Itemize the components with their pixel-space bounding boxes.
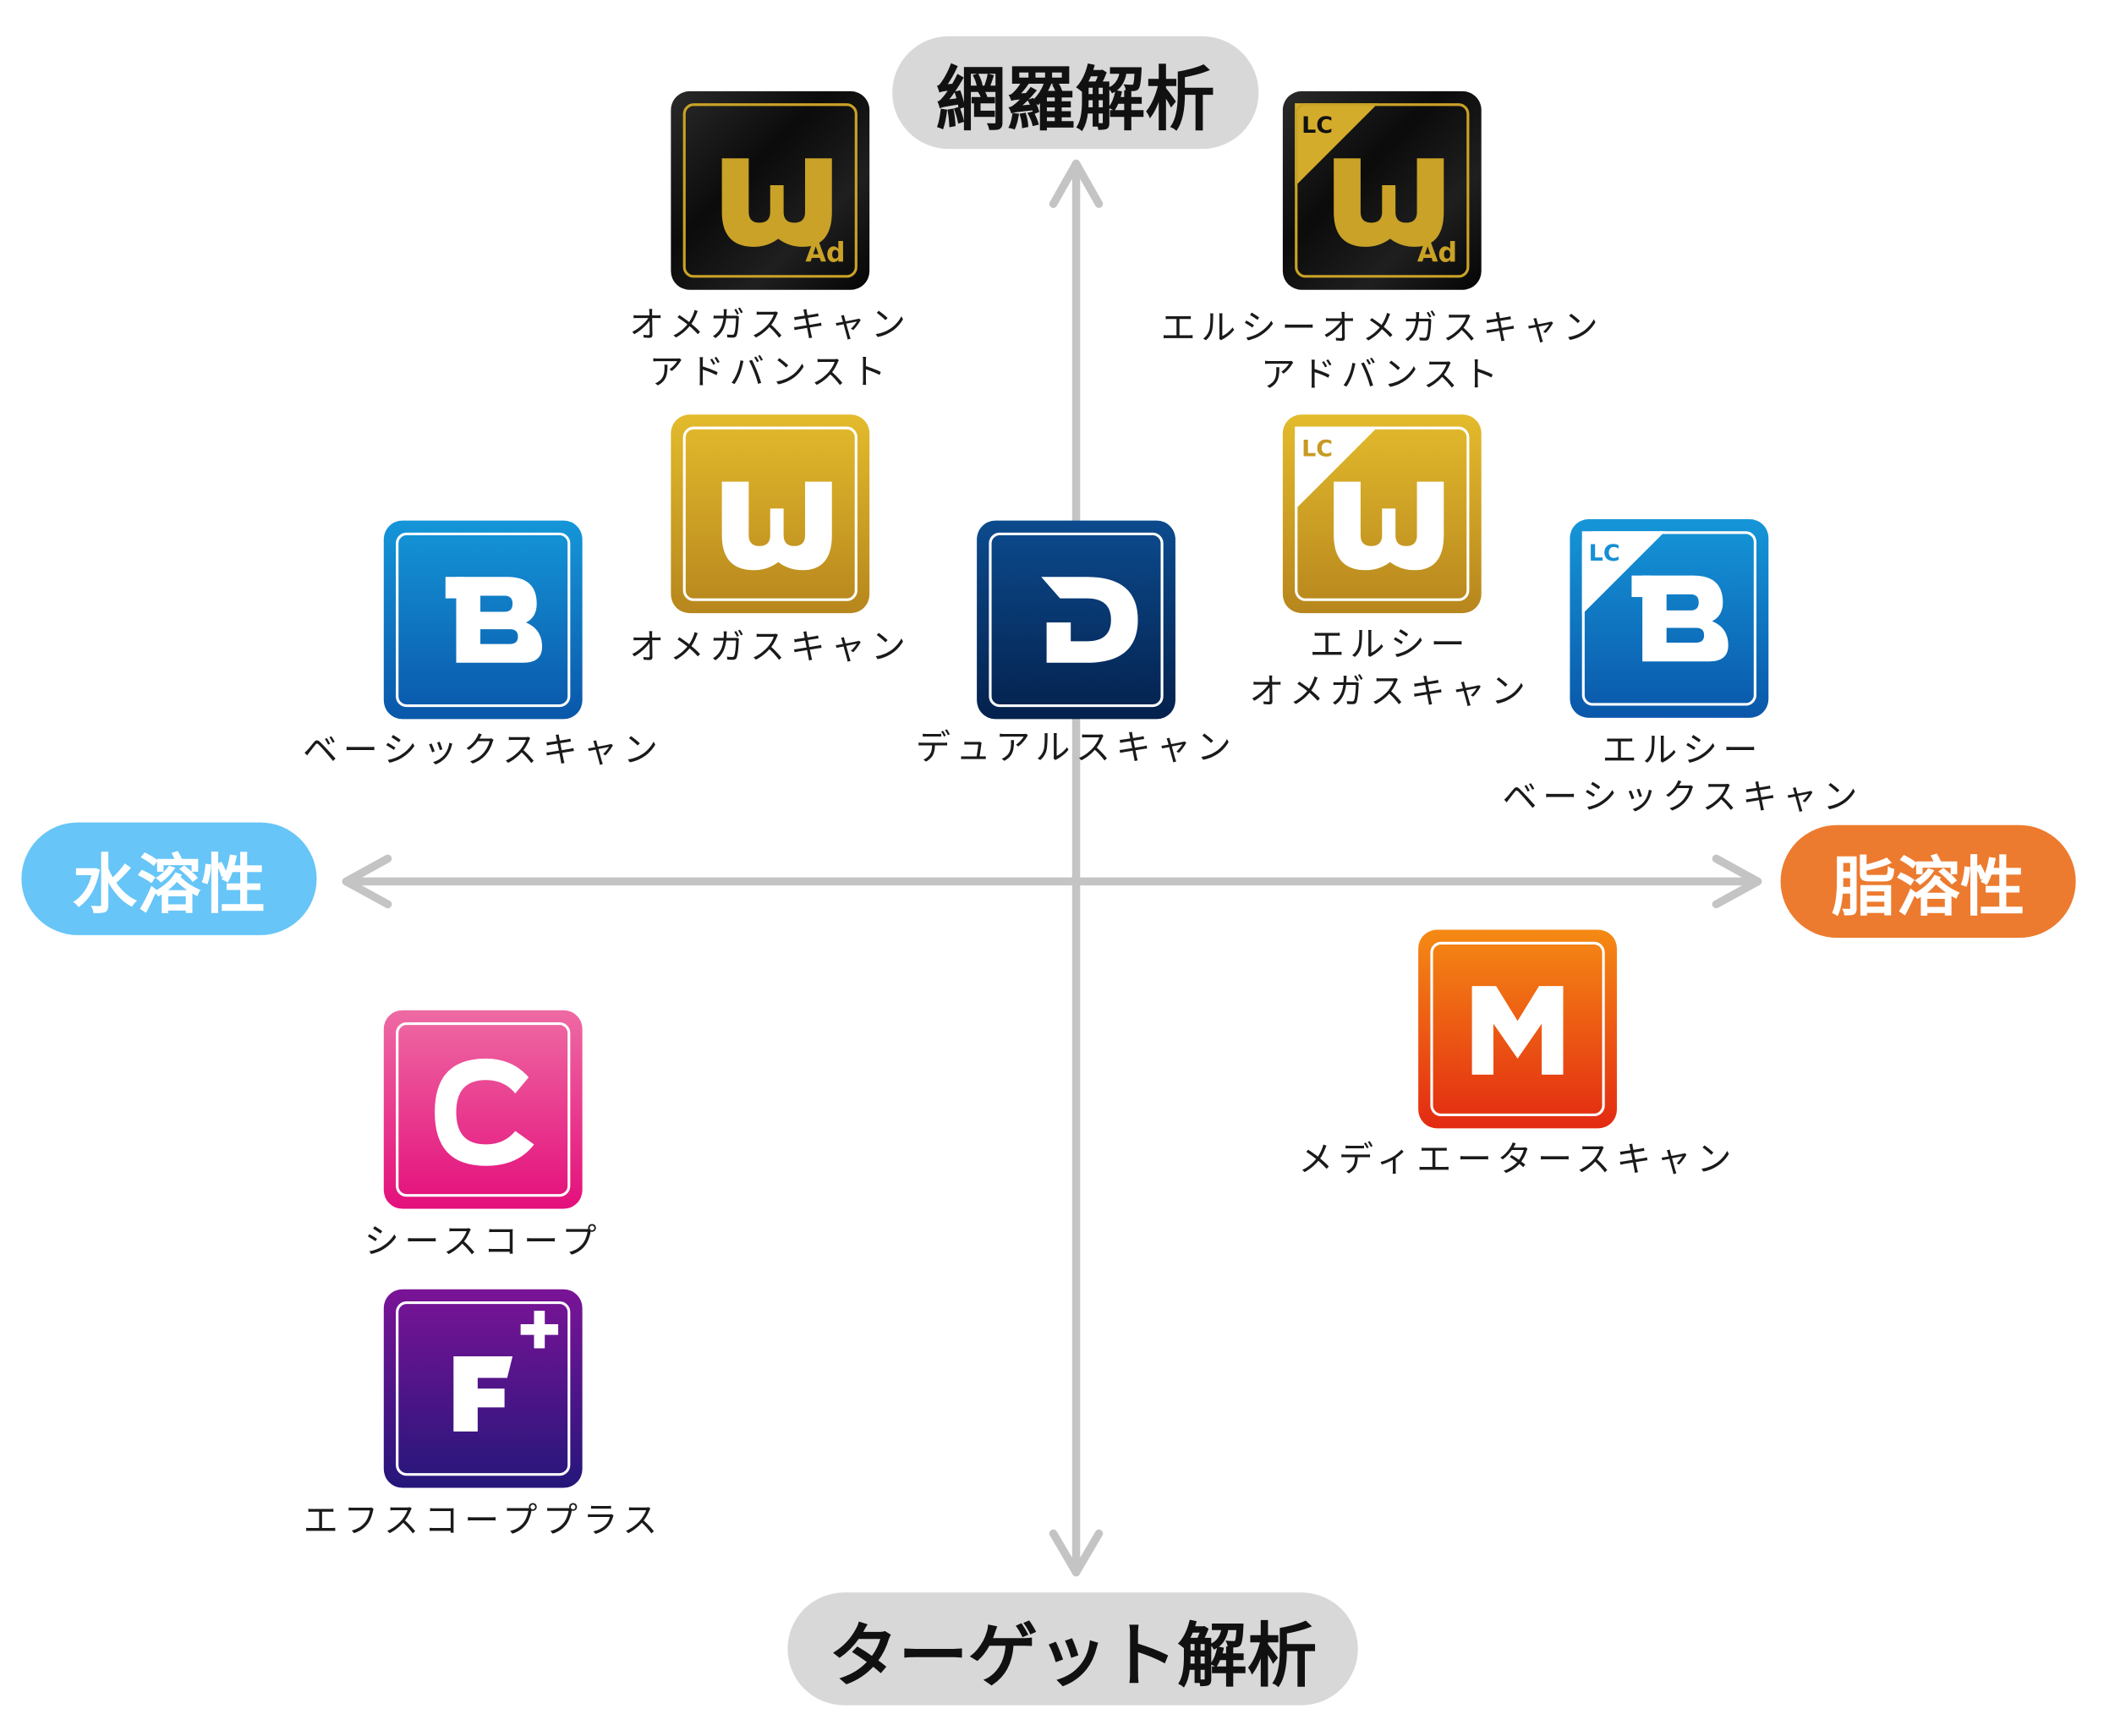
lc-badge: LC [1301,435,1334,463]
lc-omega-icon: LC [1282,414,1482,614]
label-line: エルシーオメガスキャン [1160,308,1604,349]
omega-advanced-icon: Ad [671,90,870,290]
label-line: オメガスキャン [1249,671,1531,713]
lc-basic-label: エルシーベーシックスキャン [1427,729,1937,823]
c-scope-icon [383,1010,583,1209]
label-line: シースコープ [364,1222,602,1262]
omega-icon [671,414,870,614]
dual-label: デュアルスキャン [821,726,1331,773]
label-line: メディエータースキャン [1298,1140,1737,1181]
f-scope-plus-label: エフスコーププラス [228,1498,738,1546]
label-line: ベーシックスキャン [1502,778,1863,819]
lc-basic-icon: LC [1570,519,1769,718]
f-scope-plus-icon [383,1289,583,1488]
dual-icon [977,520,1175,720]
lc-omega-advanced-icon: LC Ad [1282,90,1482,290]
basic-label: ベーシックスキャン [228,729,738,776]
mediator-label: メディエータースキャン [1263,1137,1773,1185]
mediator-icon [1418,929,1617,1129]
axis-label-bottom: ターゲット解析 [787,1592,1358,1706]
label-line: アドバンスト [649,353,892,393]
label-line: オメガスキャン [629,627,912,669]
axis-label-left: 水溶性 [21,822,317,935]
label-line: アドバンスト [1260,355,1504,397]
lc-badge: LC [1301,112,1334,140]
lc-omega-label: エルシーオメガスキャン [1135,622,1645,716]
basic-icon [383,520,583,720]
label-line: ベーシックスキャン [303,731,664,772]
ad-badge: Ad [805,236,846,269]
label-line: エルシー [1602,731,1763,772]
lc-omega-advanced-label: エルシーオメガスキャンアドバンスト [1127,306,1637,400]
label-line: デュアルスキャン [915,728,1237,769]
lc-badge: LC [1588,540,1620,568]
c-scope-label: シースコープ [228,1219,738,1267]
label-line: エフスコーププラス [303,1501,663,1542]
ad-badge: Ad [1416,236,1458,269]
omega-label: オメガスキャン [515,625,1025,672]
omega-advanced-label: オメガスキャンアドバンスト [515,304,1025,397]
label-line: オメガスキャン [629,305,912,347]
axis-label-right: 脂溶性 [1780,824,2076,939]
axis-label-top: 網羅解析 [892,36,1259,150]
label-line: エルシー [1309,625,1471,665]
